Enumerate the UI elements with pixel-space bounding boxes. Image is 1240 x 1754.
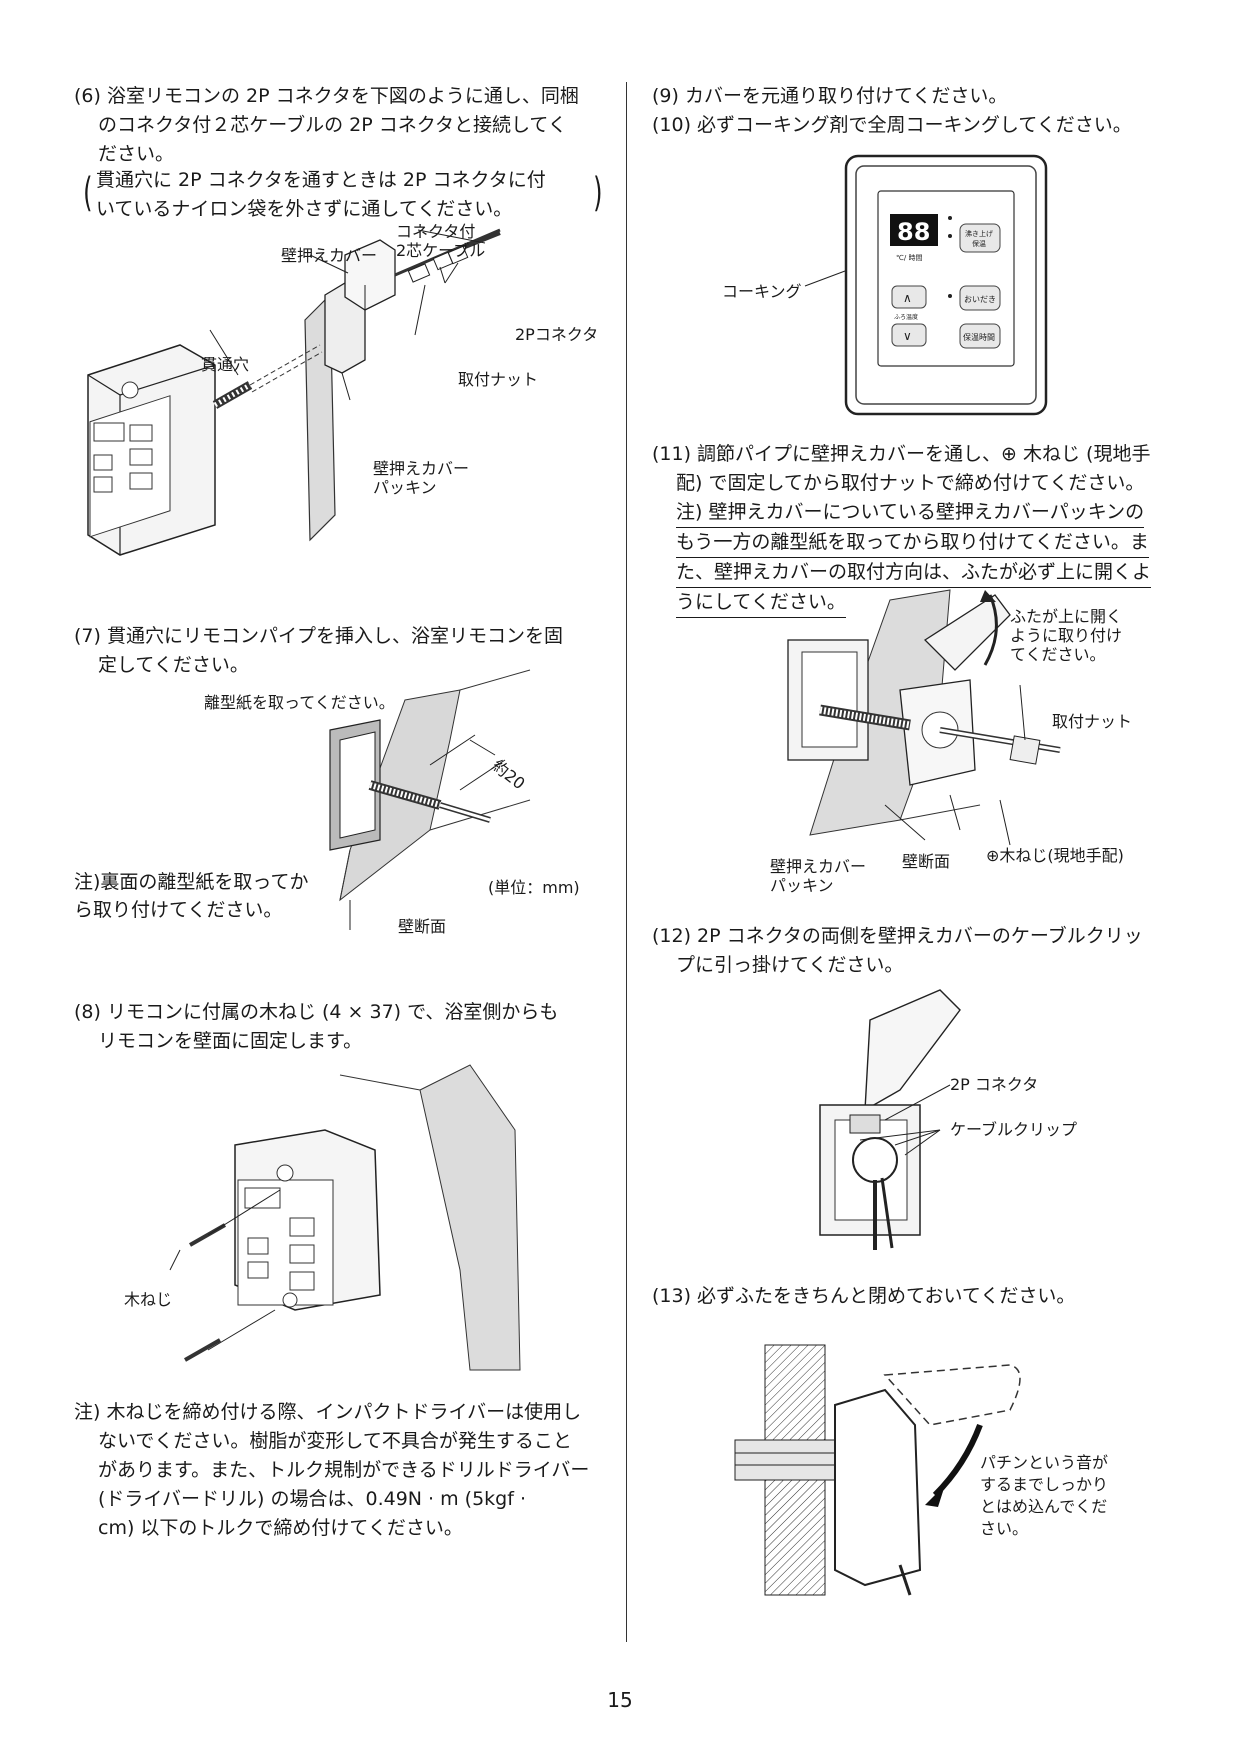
step12-line1: (12) 2P コネクタの両側を壁押えカバーのケーブルクリッ [652, 925, 1143, 947]
remote-btn-reheat-2: 保温 [972, 239, 986, 248]
caution-text: 注) 木ねじを締め付ける際、インパクトドライバーは使用し ないでください。樹脂が… [74, 1398, 638, 1543]
step11-note-line4: うにしてください。 [676, 588, 846, 618]
step11-note-line3: た、壁押えカバーの取付方向は、ふたが必ず上に開くよ [676, 558, 1152, 588]
step11-text: (11) 調節パイプに壁押えカバーを通し、⊕ 木ねじ (現地手 配) で固定して… [652, 440, 1216, 498]
caution-line1: 注) 木ねじを締め付ける際、インパクトドライバーは使用し [74, 1401, 582, 1423]
remote-unit-illustration-2 [234, 1129, 381, 1311]
step11-note-line1: 注) 壁押えカバーについている壁押えカバーパッキンの [676, 498, 1145, 528]
step8-line1: (8) リモコンに付属の木ねじ (4 × 37) で、浴室側からも [74, 1001, 559, 1023]
fig12-label-clip: ケーブルクリップ [950, 1120, 1078, 1139]
screw-illustration [184, 1223, 226, 1362]
fig6-label-nut: 取付ナット [458, 370, 539, 389]
step6-line3: ださい。 [98, 143, 175, 165]
remote-btn-oidaki[interactable] [959, 285, 1001, 311]
remote-temp-label: ふろ温度 [894, 313, 918, 321]
step12-line2: プに引っ掛けてください。 [676, 954, 904, 976]
step6-note-line1: 貫通穴に 2P コネクタを通すときは 2P コネクタに付 [96, 169, 546, 191]
step9-text: (9) カバーを元通り取り付けてください。 [652, 85, 1008, 107]
chevron-up-icon: ∧ [903, 291, 912, 305]
step13-text: (13) 必ずふたをきちんと閉めておいてください。 [652, 1285, 1076, 1307]
step7-line2: 定してください。 [98, 654, 249, 676]
remote-btn-up[interactable] [891, 285, 927, 309]
fig7-note: 注)裏面の離型紙を取ってか ら取り付けてください。 [74, 871, 309, 921]
step11-note-line2: もう一方の離型紙を取ってから取り付けてください。ま [676, 528, 1149, 558]
step11-line1: (11) 調節パイプに壁押えカバーを通し、⊕ 木ねじ (現地手 [652, 443, 1151, 465]
column-divider [626, 82, 627, 1642]
step11-line2: 配) で固定してから取付ナットで締め付けてください。 [676, 472, 1145, 494]
step7-text: (7) 貫通穴にリモコンパイプを挿入し、浴室リモコンを固 定してください。 [74, 622, 638, 680]
fig6-label-packing: 壁押えカバー パッキン [373, 459, 470, 497]
step10-text: (10) 必ずコーキング剤で全周コーキングしてください。 [652, 114, 1132, 136]
fig11-label-nut: 取付ナット [1052, 712, 1133, 731]
caution-line4: (ドライバードリル) の場合は、0.49N · m (5kgf · [98, 1488, 527, 1510]
pipe-illustration [368, 780, 491, 823]
fig12-label-connector: 2P コネクタ [950, 1075, 1039, 1094]
remote-btn-hoon[interactable] [959, 323, 1001, 349]
remote-btn-down[interactable] [891, 323, 927, 347]
step7-line1: (7) 貫通穴にリモコンパイプを挿入し、浴室リモコンを固 [74, 625, 563, 647]
caution-line2: ないでください。樹脂が変形して不具合が発生すること [98, 1430, 572, 1452]
step12-text: (12) 2P コネクタの両側を壁押えカバーのケーブルクリッ プに引っ掛けてくだ… [652, 922, 1216, 980]
fig6-label-cover: 壁押えカバー [281, 246, 378, 265]
step6-line2: のコネクタ付２芯ケーブルの 2P コネクタと接続してく [98, 114, 567, 136]
fig13-label: パチンという音が するまでしっかり とはめ込んでくだ さい。 [980, 1453, 1109, 1538]
figure-step8 [169, 1064, 521, 1371]
step8-text: (8) リモコンに付属の木ねじ (4 × 37) で、浴室側からも リモコンを壁… [74, 998, 638, 1056]
paren-close: ) [593, 170, 603, 216]
fig11-label-packing: 壁押えカバー パッキン [770, 857, 867, 895]
remote-display: 88 [897, 218, 930, 246]
step6-note: ( 貫通穴に 2P コネクタを通すときは 2P コネクタに付 いているナイロン袋… [83, 166, 602, 224]
fig7-label-release: 離型紙を取ってください。 [204, 693, 395, 712]
figure-step6 [87, 228, 501, 556]
fig8-label-screw: 木ねじ [124, 1290, 173, 1309]
remote-unit-illustration [87, 344, 216, 556]
fig11-label-wall: 壁断面 [902, 852, 951, 871]
remote-btn-reheat-1: 沸き上げ [965, 229, 993, 238]
fig6-label-hole: 貫通穴 [201, 355, 250, 374]
step6-line1: (6) 浴室リモコンの 2P コネクタを下図のように通し、同梱 [74, 85, 579, 107]
caution-line5: cm) 以下のトルクで締め付けてください。 [98, 1517, 463, 1539]
remote-label-caulking: コーキング [722, 282, 802, 301]
remote-unit-label: ℃/ 時間 [896, 254, 922, 262]
step8-line2: リモコンを壁面に固定します。 [98, 1030, 363, 1052]
fig11-label-screw: ⊕木ねじ(現地手配) [986, 846, 1124, 865]
fig6-label-cable: コネクタ付 2芯ケーブル [396, 222, 486, 260]
caution-line3: があります。また、トルク規制ができるドリルドライバー [98, 1459, 590, 1481]
figure-remote: 88 ℃/ 時間 沸き上げ 保温 ∧ ふろ温度 ∨ おいだき 保温時間 [804, 154, 1048, 416]
paren-open: ( [83, 170, 93, 216]
step11-note: 注) 壁押えカバーについている壁押えカバーパッキンの もう一方の離型紙を取ってか… [676, 498, 1196, 618]
fig7-wall: 壁断面 [398, 917, 447, 936]
chevron-down-icon: ∨ [903, 329, 912, 343]
fig6-label-connector: 2Pコネクタ [515, 325, 599, 344]
figure-step7 [329, 669, 531, 930]
page-number: 15 [607, 1688, 633, 1712]
step6-note-line2: いているナイロン袋を外さずに通してください。 [96, 198, 513, 220]
fig11-label-lid: ふたが上に開く ように取り付け てください。 [1010, 607, 1123, 664]
figure-step13 [734, 1344, 1021, 1596]
remote-btn-oidaki-label: おいだき [964, 295, 996, 304]
figure-step11 [787, 589, 1061, 846]
step6-text: (6) 浴室リモコンの 2P コネクタを下図のように通し、同梱 のコネクタ付２芯… [74, 82, 638, 169]
remote-btn-hoon-label: 保温時間 [963, 332, 995, 342]
figure-step12 [819, 989, 961, 1250]
fig7-unit: (単位：mm) [488, 878, 580, 897]
